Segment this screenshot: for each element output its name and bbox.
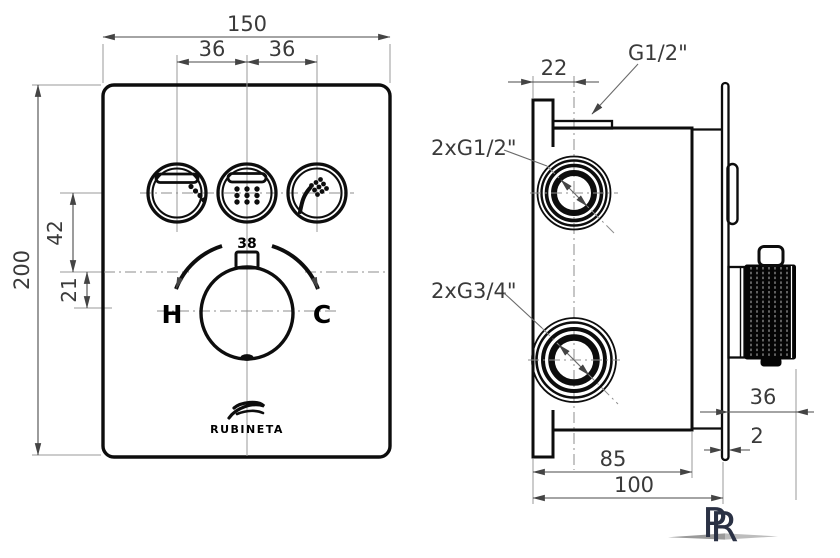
dim-port-offset-22: 22 [508,56,599,86]
temperature-knob[interactable]: 38 [199,236,295,361]
rain-shower-icon [226,172,268,205]
knob-index-notch [240,354,254,361]
rubineta-swoosh-icon [227,400,266,420]
dim-100-value: 100 [614,473,654,497]
knob-bottom-nub [760,357,782,367]
swoosh-right [725,533,778,540]
valve-body [551,119,723,432]
outlet-port-lower [528,317,620,405]
dim-axis-to-knob-21: 21 [57,271,91,309]
rain-shower-button[interactable] [216,162,278,224]
watermark-letter-r: R [710,503,739,551]
function-buttons [146,162,348,224]
top-port-label: G1/2" [628,41,688,65]
hand-shower-icon [298,177,329,214]
dim-knob-depth-36: 36 [700,385,814,416]
knob-side-profile [727,245,796,367]
dim-height-200: 200 [10,84,42,456]
rotation-indicators: H C [162,244,331,329]
dim-36-value: 36 [750,385,777,409]
inlet-port-upper [530,155,618,234]
mounting-bracket [531,98,555,459]
dim-button-spacing-left: 36 [176,37,248,66]
hot-label: H [162,300,183,329]
pr-watermark: P R [668,499,778,551]
cold-label: C [313,300,331,329]
dim-plate-thickness-2: 2 [704,424,764,454]
dim-width-value: 150 [227,12,267,36]
dim-21-value: 21 [57,277,81,302]
swoosh-left [668,533,725,540]
knob-tab-side [757,245,785,267]
inlet-ports-label: 2xG1/2" [431,136,517,160]
hot-arrow [174,244,223,290]
top-port-flange [551,119,614,130]
knob-collar [727,265,746,359]
knurling-texture [750,267,788,357]
cold-arrow [271,244,320,290]
dim-total-depth-100: 100 [532,473,724,502]
spout-icon [154,172,207,203]
outlet-ports-label: 2xG3/4" [431,279,517,303]
dim-85-value: 85 [600,447,627,471]
dim-btn-right-value: 36 [269,37,296,61]
dim-22-value: 22 [541,56,568,80]
knob-temp-label: 38 [237,236,256,252]
watermark-letter-p: P [702,499,727,547]
dim-body-depth-85: 85 [532,447,693,476]
dim-btn-left-value: 36 [199,37,226,61]
dim-2-value: 2 [750,424,763,448]
spout-button[interactable] [146,162,208,224]
brand-logo: RUBINETA [210,400,284,436]
dim-buttons-to-axis-42: 42 [43,192,77,273]
knob-knurled-grip [744,264,796,360]
port-labels: G1/2" 2xG1/2" 2xG3/4" [431,41,688,329]
front-view: 150 36 36 200 42 21 [10,12,392,459]
dim-width-150: 150 [102,12,391,41]
dim-height-value: 200 [10,250,34,290]
side-view: G1/2" 2xG1/2" 2xG3/4" 22 36 2 [431,41,814,504]
hand-shower-button[interactable] [286,162,348,224]
brand-name: RUBINETA [210,423,284,436]
dim-42-value: 42 [43,220,67,245]
dim-button-spacing-right: 36 [246,37,318,66]
